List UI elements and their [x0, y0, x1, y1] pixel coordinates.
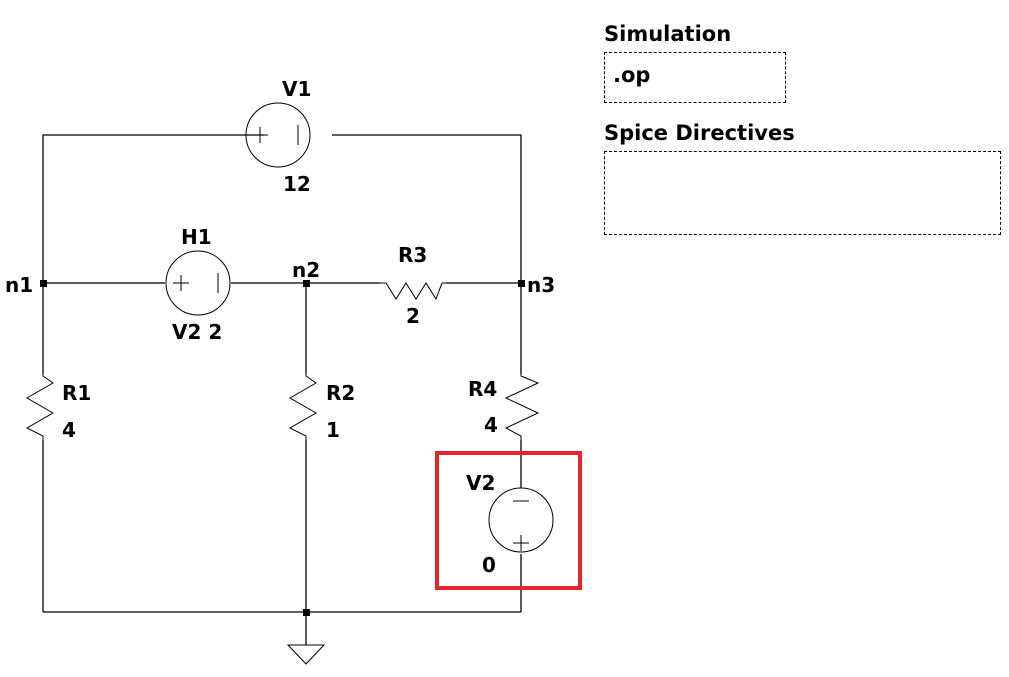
v1-value: 12	[283, 172, 311, 196]
wires	[42, 134, 522, 645]
ground-icon[interactable]	[286, 644, 326, 665]
wire-top-right	[332, 134, 522, 283]
junction-n1	[40, 280, 47, 287]
r3-name: R3	[398, 243, 427, 267]
simulation-box[interactable]: .op	[604, 52, 786, 103]
resistor-r1[interactable]	[25, 374, 55, 440]
r2-name: R2	[326, 381, 355, 405]
r4-name: R4	[468, 377, 497, 401]
h1-value: V2 2	[172, 320, 222, 344]
spice-directives-box[interactable]	[604, 151, 1001, 235]
node-label-n2: n2	[292, 258, 320, 282]
wire-top-left	[42, 134, 264, 283]
spice-directives-title: Spice Directives	[604, 121, 795, 145]
junction-n3	[518, 280, 525, 287]
junction-gnd	[303, 609, 310, 616]
v1-circle	[245, 102, 311, 168]
v2-highlight-box	[435, 451, 582, 590]
resistor-r2[interactable]	[288, 374, 318, 440]
v1-name: V1	[282, 77, 311, 101]
r4-value: 4	[484, 413, 498, 437]
v2-value: 0	[482, 553, 496, 577]
resistor-r4[interactable]	[504, 374, 540, 440]
v2-circle	[488, 487, 554, 553]
h1-name: H1	[181, 225, 212, 249]
r1-value: 4	[62, 418, 76, 442]
voltage-source-v2[interactable]	[488, 487, 554, 553]
h1-circle	[165, 250, 231, 316]
voltage-source-v1[interactable]	[245, 102, 311, 168]
r3-value: 2	[406, 304, 420, 328]
node-label-n3: n3	[527, 273, 555, 297]
node-label-n1: n1	[5, 273, 33, 297]
r2-value: 1	[326, 418, 340, 442]
simulation-title: Simulation	[604, 22, 732, 46]
simulation-command[interactable]: .op	[613, 63, 651, 87]
r1-name: R1	[62, 381, 91, 405]
junction-n2	[303, 280, 310, 287]
resistor-r3[interactable]	[344, 282, 446, 301]
v2-name: V2	[466, 471, 495, 495]
ccvs-h1[interactable]	[165, 250, 231, 316]
